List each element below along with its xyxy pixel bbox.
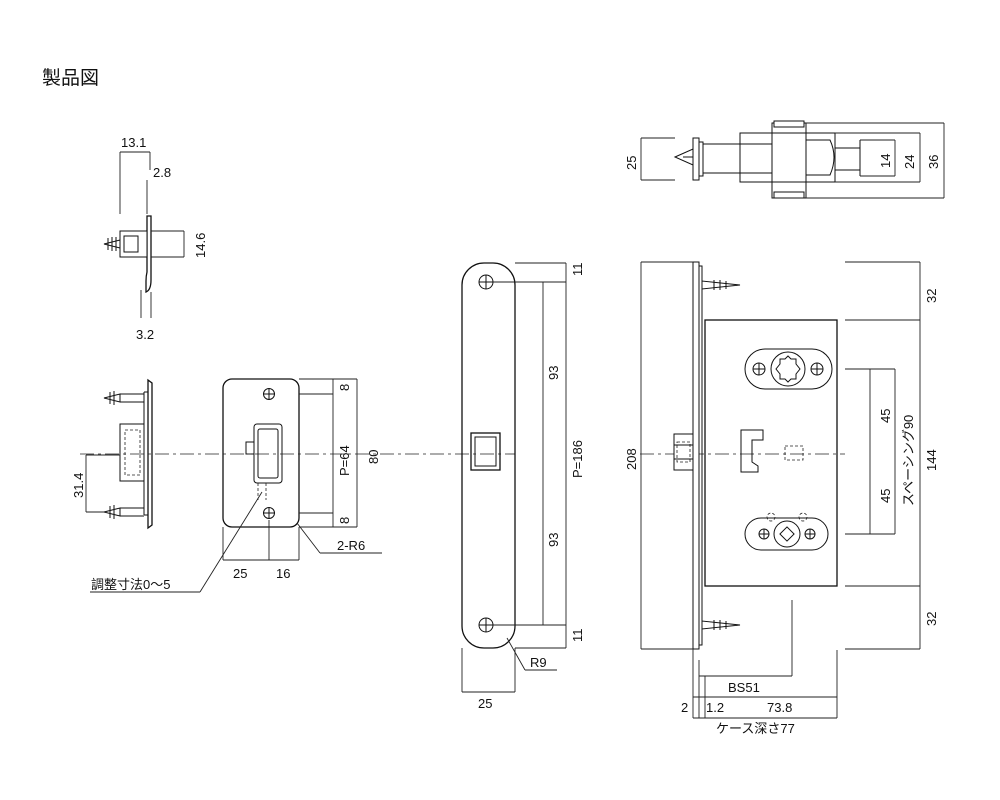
dim-73-8: 73.8 xyxy=(767,700,792,715)
dim-25-top: 25 xyxy=(624,156,639,170)
dim-11-top: 11 xyxy=(570,263,585,277)
dim-93-top: 93 xyxy=(546,366,561,380)
dim-1-2: 1.2 xyxy=(706,700,724,715)
dim-144: 144 xyxy=(924,449,939,471)
dim-93-bottom: 93 xyxy=(546,533,561,547)
strike-side-view-top: 13.1 2.8 14.6 3.2 xyxy=(103,135,208,342)
dim-2-8: 2.8 xyxy=(153,165,171,180)
dim-8-bottom: 8 xyxy=(337,517,352,524)
dim-8-top: 8 xyxy=(337,384,352,391)
dim-45-bottom: 45 xyxy=(878,489,893,503)
adjust-range-label: 調整寸法0〜5 xyxy=(91,577,170,592)
lock-body-view: 208 32 144 32 45 45 スペーシング90 BS51 2 1.2 … xyxy=(624,261,939,736)
dim-32-top: 32 xyxy=(924,289,939,303)
dim-16: 16 xyxy=(276,566,290,581)
strike-side-view-bottom: 31.4 xyxy=(71,378,153,530)
dim-14: 14 xyxy=(878,154,893,168)
drawing-title: 製品図 xyxy=(42,67,99,89)
dim-31-4: 31.4 xyxy=(71,473,86,498)
dim-3-2: 3.2 xyxy=(136,327,154,342)
faceplate-view: 11 93 P=186 93 11 R9 25 xyxy=(461,262,585,711)
dim-80: 80 xyxy=(366,450,381,464)
case-depth-label: ケース深さ77 xyxy=(716,721,795,736)
dim-p64: P=64 xyxy=(337,445,352,476)
dim-13-1: 13.1 xyxy=(121,135,146,150)
dim-bs51: BS51 xyxy=(728,680,760,695)
dim-25: 25 xyxy=(233,566,247,581)
spacing-label: スペーシング90 xyxy=(901,415,916,506)
dim-14-6: 14.6 xyxy=(193,233,208,258)
dim-2-r6: 2-R6 xyxy=(337,538,365,553)
dim-45-top: 45 xyxy=(878,409,893,423)
lock-top-view: 25 14 24 36 xyxy=(624,120,945,199)
dim-p186: P=186 xyxy=(570,440,585,478)
strike-front-view: 8 P=64 80 8 25 16 2-R6 調整寸法0〜5 xyxy=(90,378,382,593)
dim-24: 24 xyxy=(902,155,917,169)
dim-r9: R9 xyxy=(530,655,547,670)
dim-11-bottom: 11 xyxy=(570,629,585,643)
dim-32-bottom: 32 xyxy=(924,612,939,626)
dim-25-faceplate: 25 xyxy=(478,696,492,711)
dim-208: 208 xyxy=(624,448,639,470)
dim-36: 36 xyxy=(926,155,941,169)
dim-2: 2 xyxy=(681,700,688,715)
